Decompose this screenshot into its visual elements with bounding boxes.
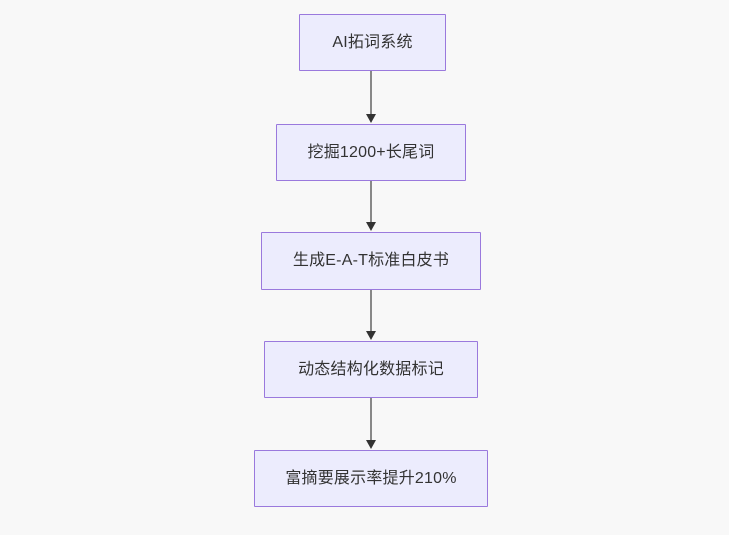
flow-node-generate-eat-whitepaper[interactable]: 生成E-A-T标准白皮书 xyxy=(261,232,481,290)
flow-node-rich-snippet-result[interactable]: 富摘要展示率提升210% xyxy=(254,450,488,507)
flow-node-label: 挖掘1200+长尾词 xyxy=(307,143,435,161)
flow-node-label: 动态结构化数据标记 xyxy=(298,360,444,378)
flow-node-label: AI拓词系统 xyxy=(332,33,413,51)
flow-node-ai-keyword-system[interactable]: AI拓词系统 xyxy=(299,14,446,71)
arrow-down-icon xyxy=(366,331,376,340)
flow-edge-4 xyxy=(370,398,372,441)
flow-node-label: 富摘要展示率提升210% xyxy=(285,469,457,487)
flow-edge-2 xyxy=(370,181,372,223)
arrow-down-icon xyxy=(366,222,376,231)
arrow-down-icon xyxy=(366,440,376,449)
flow-edge-1 xyxy=(370,71,372,115)
flow-node-label: 生成E-A-T标准白皮书 xyxy=(292,252,450,269)
flow-edge-3 xyxy=(370,290,372,332)
flow-node-dynamic-structured-data[interactable]: 动态结构化数据标记 xyxy=(264,341,478,398)
flow-node-mine-longtail-keywords[interactable]: 挖掘1200+长尾词 xyxy=(276,124,466,181)
arrow-down-icon xyxy=(366,114,376,123)
